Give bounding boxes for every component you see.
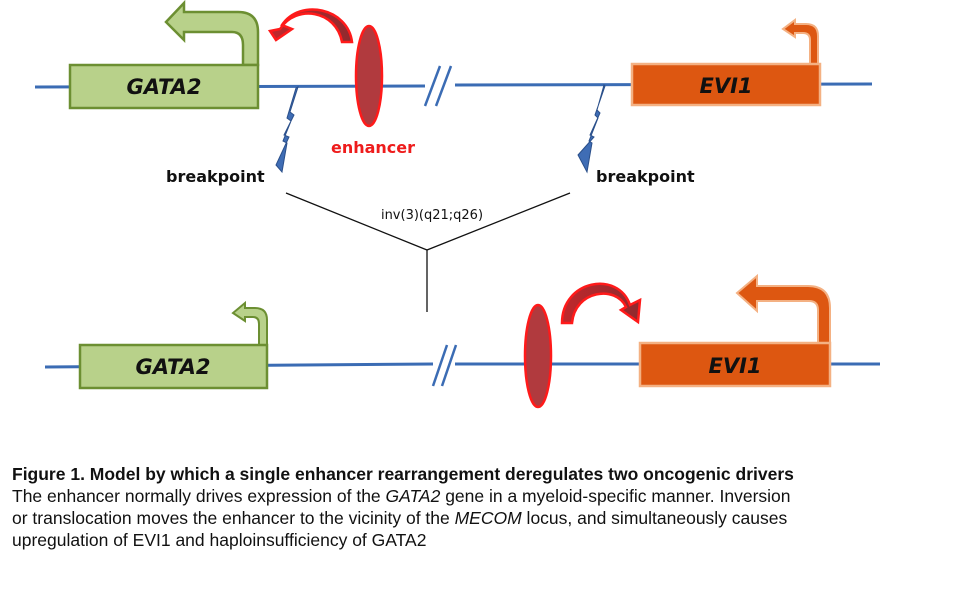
caption-text: or translocation moves the enhancer to t… [12,508,455,528]
break-mark-icon [423,65,453,107]
caption-text: gene in a myeloid-specific manner. Inver… [440,486,791,506]
caption-title: Figure 1. Model by which a single enhanc… [12,464,794,484]
tss-arrow-icon [231,300,268,346]
gene-label: GATA2 [135,355,210,379]
inversion-label: inv(3)(q21;q26) [381,208,483,223]
enhancer-bottom [523,282,642,409]
evi1-gene-top: EVI1 [630,18,822,107]
gata2-gene-bottom: GATA2 [78,300,269,390]
tss-arrow-icon [781,18,819,65]
rearrangement-diagram: GATA2 enhancer breakpoint breakpoint EVI… [34,0,880,409]
figure-caption: Figure 1. Model by which a single enhanc… [12,463,957,551]
enhancer-ellipse [354,24,384,128]
activation-arrow-icon [267,8,354,44]
gata2-gene-top: GATA2 [68,0,260,110]
gene-label: EVI1 [708,354,761,378]
enhancer-label: enhancer [331,138,415,157]
tss-arrow-icon [164,0,260,67]
tss-arrow-icon [735,273,831,344]
evi1-gene-bottom: EVI1 [638,273,832,388]
caption-line: or translocation moves the enhancer to t… [12,507,957,529]
caption-line: The enhancer normally drives expression … [12,485,957,507]
breakpoint-label: breakpoint [166,167,265,186]
inversion-connector [285,192,571,312]
break-mark-icon [431,344,458,387]
activation-arrow-icon [560,282,642,325]
lightning-breakpoint-icon [577,84,606,174]
gene-name-italic: GATA2 [385,486,441,506]
breakpoint-label: breakpoint [596,167,695,186]
gene-label: GATA2 [126,75,201,99]
caption-text: The enhancer normally drives expression … [12,486,386,506]
enhancer-top: enhancer [267,8,415,157]
caption-text: locus, and simultaneously causes [521,508,788,528]
gene-box [630,62,822,107]
gene-label: EVI1 [699,74,752,98]
lightning-breakpoint-icon [275,86,299,174]
enhancer-ellipse [523,303,553,409]
caption-line: upregulation of EVI1 and haploinsufficie… [12,530,427,550]
gene-box [638,341,832,388]
gene-box [78,343,269,390]
gene-box [68,63,260,110]
gene-name-italic: MECOM [454,508,522,528]
